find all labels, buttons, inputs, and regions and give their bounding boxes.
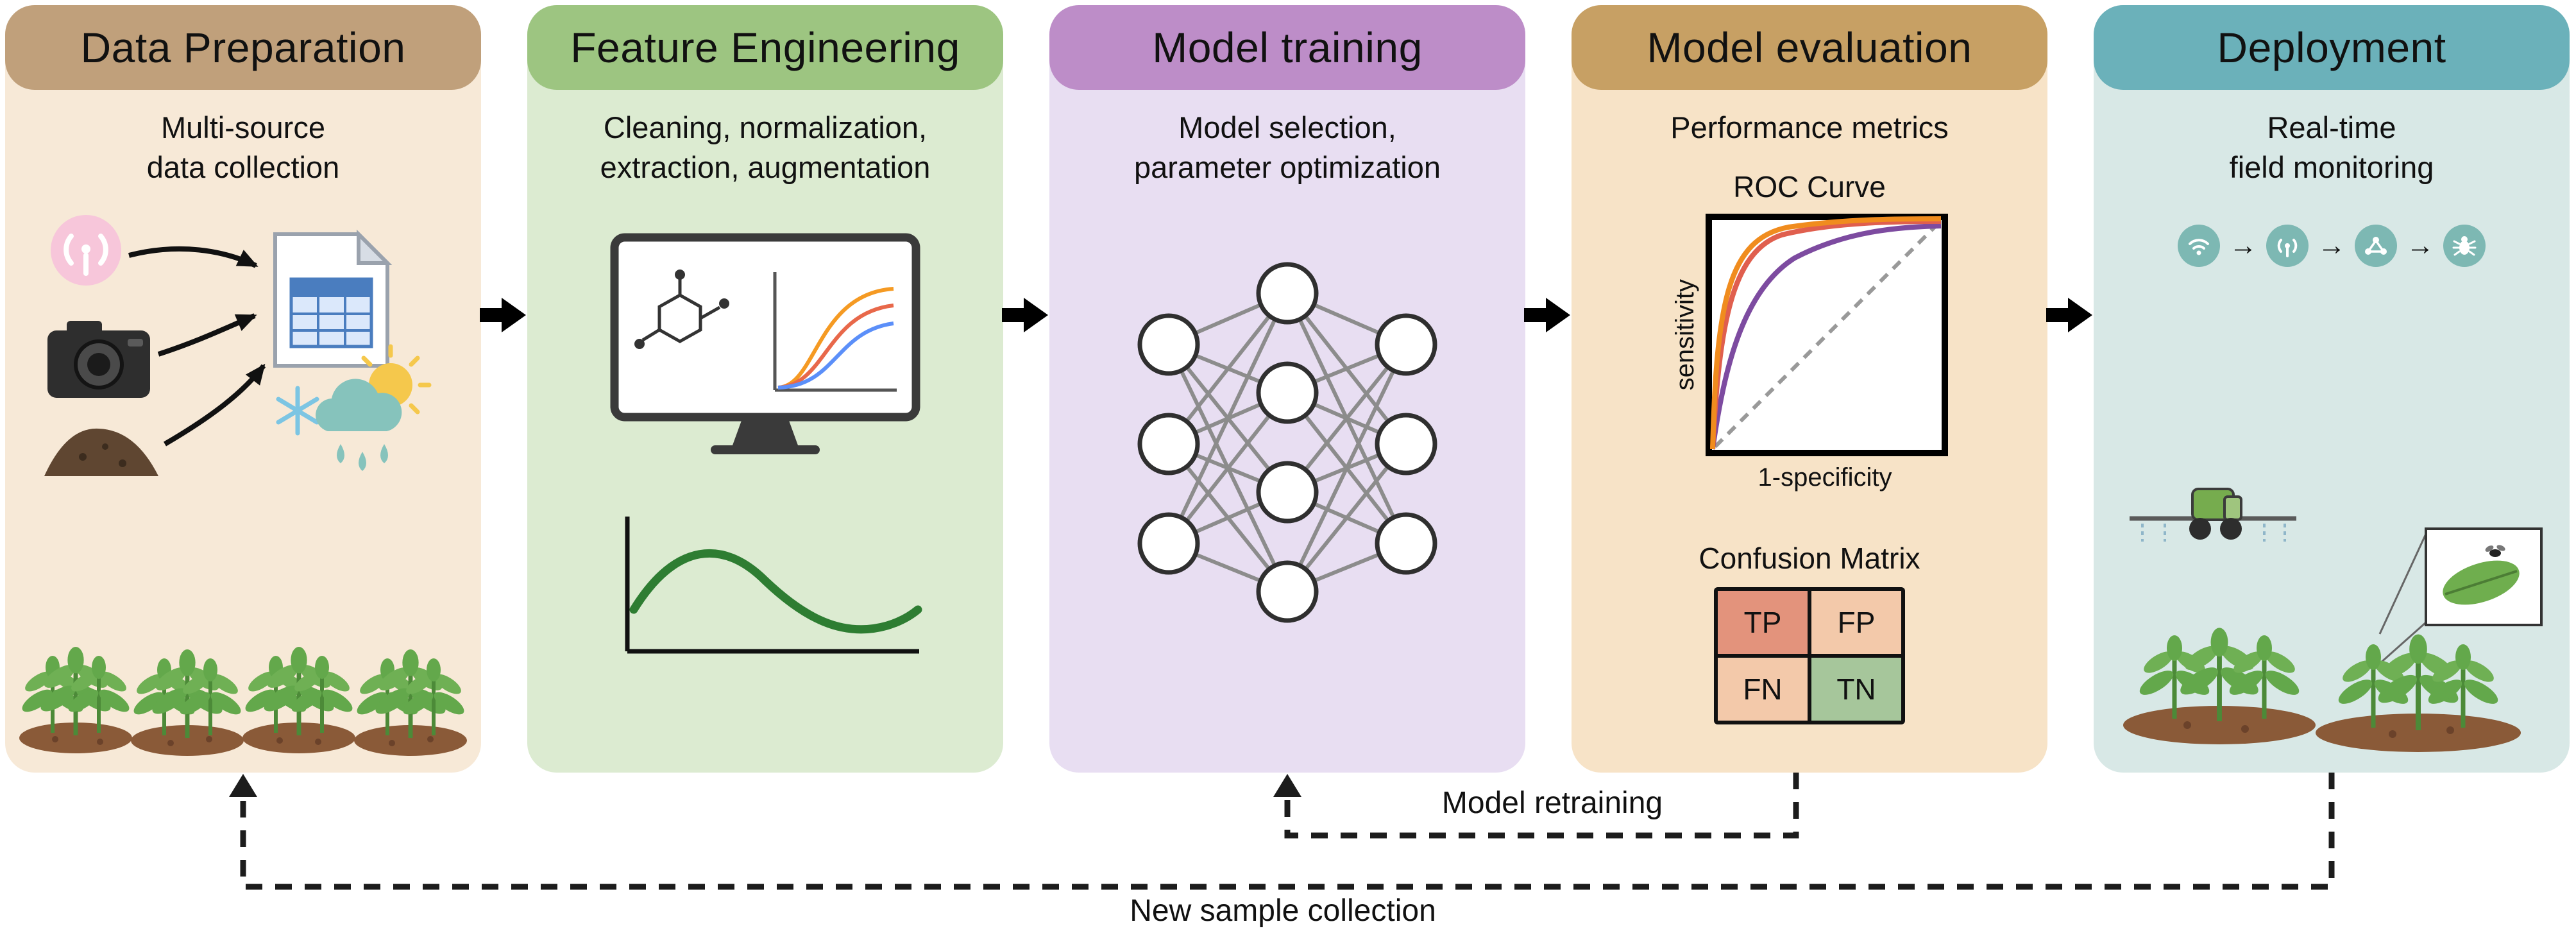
wifi-icon [2178,225,2220,268]
leaf-callout [2378,527,2543,665]
stage-subtitle: Model selection, parameter optimization [1133,110,1441,185]
confusion-cell-tp: TP [1717,591,1808,655]
roc-plot [1705,214,1948,457]
new-sample-arrowhead [229,774,257,797]
roc-curve-purple [1709,223,1941,450]
stage-subtitle: Real-time field monitoring [2229,110,2434,185]
stage-header-model-evaluation: Model evaluation [1572,5,2047,90]
crop-seedlings-illustration [17,607,470,756]
feedback-label-new-sample-collection: New sample collection [1130,894,1436,928]
stage-title: Model evaluation [1647,24,1972,71]
snowflake-icon [276,386,319,436]
soil-sample-icon [44,428,158,477]
stage-title: Model training [1152,24,1423,71]
stage-title: Data Preparation [80,24,406,71]
network-icon [2355,225,2397,268]
retraining-arrowhead [1273,774,1301,797]
pipeline-row: Data Preparation Multi-source data colle… [5,5,2570,773]
flow-arrow [1524,5,1572,773]
roc-title: ROC Curve [1733,170,1886,204]
deployment-chain: → → [2174,225,2489,268]
molecule-icon [634,270,729,350]
camera-icon [47,321,150,398]
chain-arrow: → [2406,230,2434,262]
stage-subtitle: Performance metrics [1670,110,1949,144]
stage-panel-model-training: Model training Model selection, paramete… [1049,5,1525,773]
stage-title: Deployment [2217,24,2446,71]
stage-panel-model-evaluation: Model evaluation Performance metrics ROC… [1572,5,2047,773]
broadcast-icon [2266,225,2309,268]
trend-curve-icon [625,517,922,654]
feedback-arrow-new-sample [240,773,2335,890]
nn-nodes [1137,262,1437,623]
monitor-icon [610,233,920,455]
roc-curve-orange [1709,216,1941,450]
stage-subtitle: Cleaning, normalization, extraction, aug… [600,110,931,185]
neural-network-diagram [1137,262,1437,623]
leaf-insect-icon [2485,545,2505,557]
soil-mounds [19,723,467,756]
stage-header-feature-engineering: Feature Engineering [527,5,1003,90]
chain-arrow: → [2318,230,2346,262]
stage-panel-deployment: Deployment Real-time field monitoring → [2094,5,2570,773]
flow-arrow [1002,5,1049,773]
stage-title: Feature Engineering [570,24,960,71]
roc-block: ROC Curve sensitivity 1-specificity [1671,169,1949,492]
sprayer-icon [2130,488,2296,542]
cloud-icon [316,379,402,432]
data-sources-illustration [44,215,432,477]
signal-icon [51,215,121,286]
chain-arrow: → [2229,230,2257,262]
confusion-matrix-title: Confusion Matrix [1699,542,1920,576]
soil-speckles [52,736,434,746]
insect-icon [2443,225,2486,268]
stage-header-model-training: Model training [1049,5,1525,90]
confusion-cell-tn: TN [1811,658,1901,721]
stage-header-data-preparation: Data Preparation [5,5,481,90]
stage-header-deployment: Deployment [2094,5,2570,90]
flow-arrow [2046,5,2094,773]
feedback-label-model-retraining: Model retraining [1441,786,1663,820]
confusion-cell-fp: FP [1811,591,1901,655]
nn-connections [1167,291,1408,594]
field-monitoring-scene [2123,488,2543,752]
spreadsheet-icon [273,229,393,368]
stage-panel-feature-engineering: Feature Engineering Cleaning, normalizat… [527,5,1003,773]
confusion-matrix-block: Confusion Matrix TP FP FN TN [1699,541,1920,725]
stage-panel-data-preparation: Data Preparation Multi-source data colle… [5,5,481,773]
flow-arrow [480,5,527,773]
sigmoid-curves-icon [773,272,897,392]
confusion-matrix: TP FP FN TN [1713,587,1905,725]
roc-y-axis-label: sensitivity [1670,279,1699,391]
roc-x-axis-label: 1-specificity [1758,463,1892,492]
collection-arrows [128,246,266,447]
raindrops-icon [337,444,388,472]
crop-plants-illustration [2123,628,2521,752]
confusion-cell-fn: FN [1717,658,1808,721]
stage-subtitle: Multi-source data collection [146,110,340,185]
roc-curve-red [1709,219,1941,450]
